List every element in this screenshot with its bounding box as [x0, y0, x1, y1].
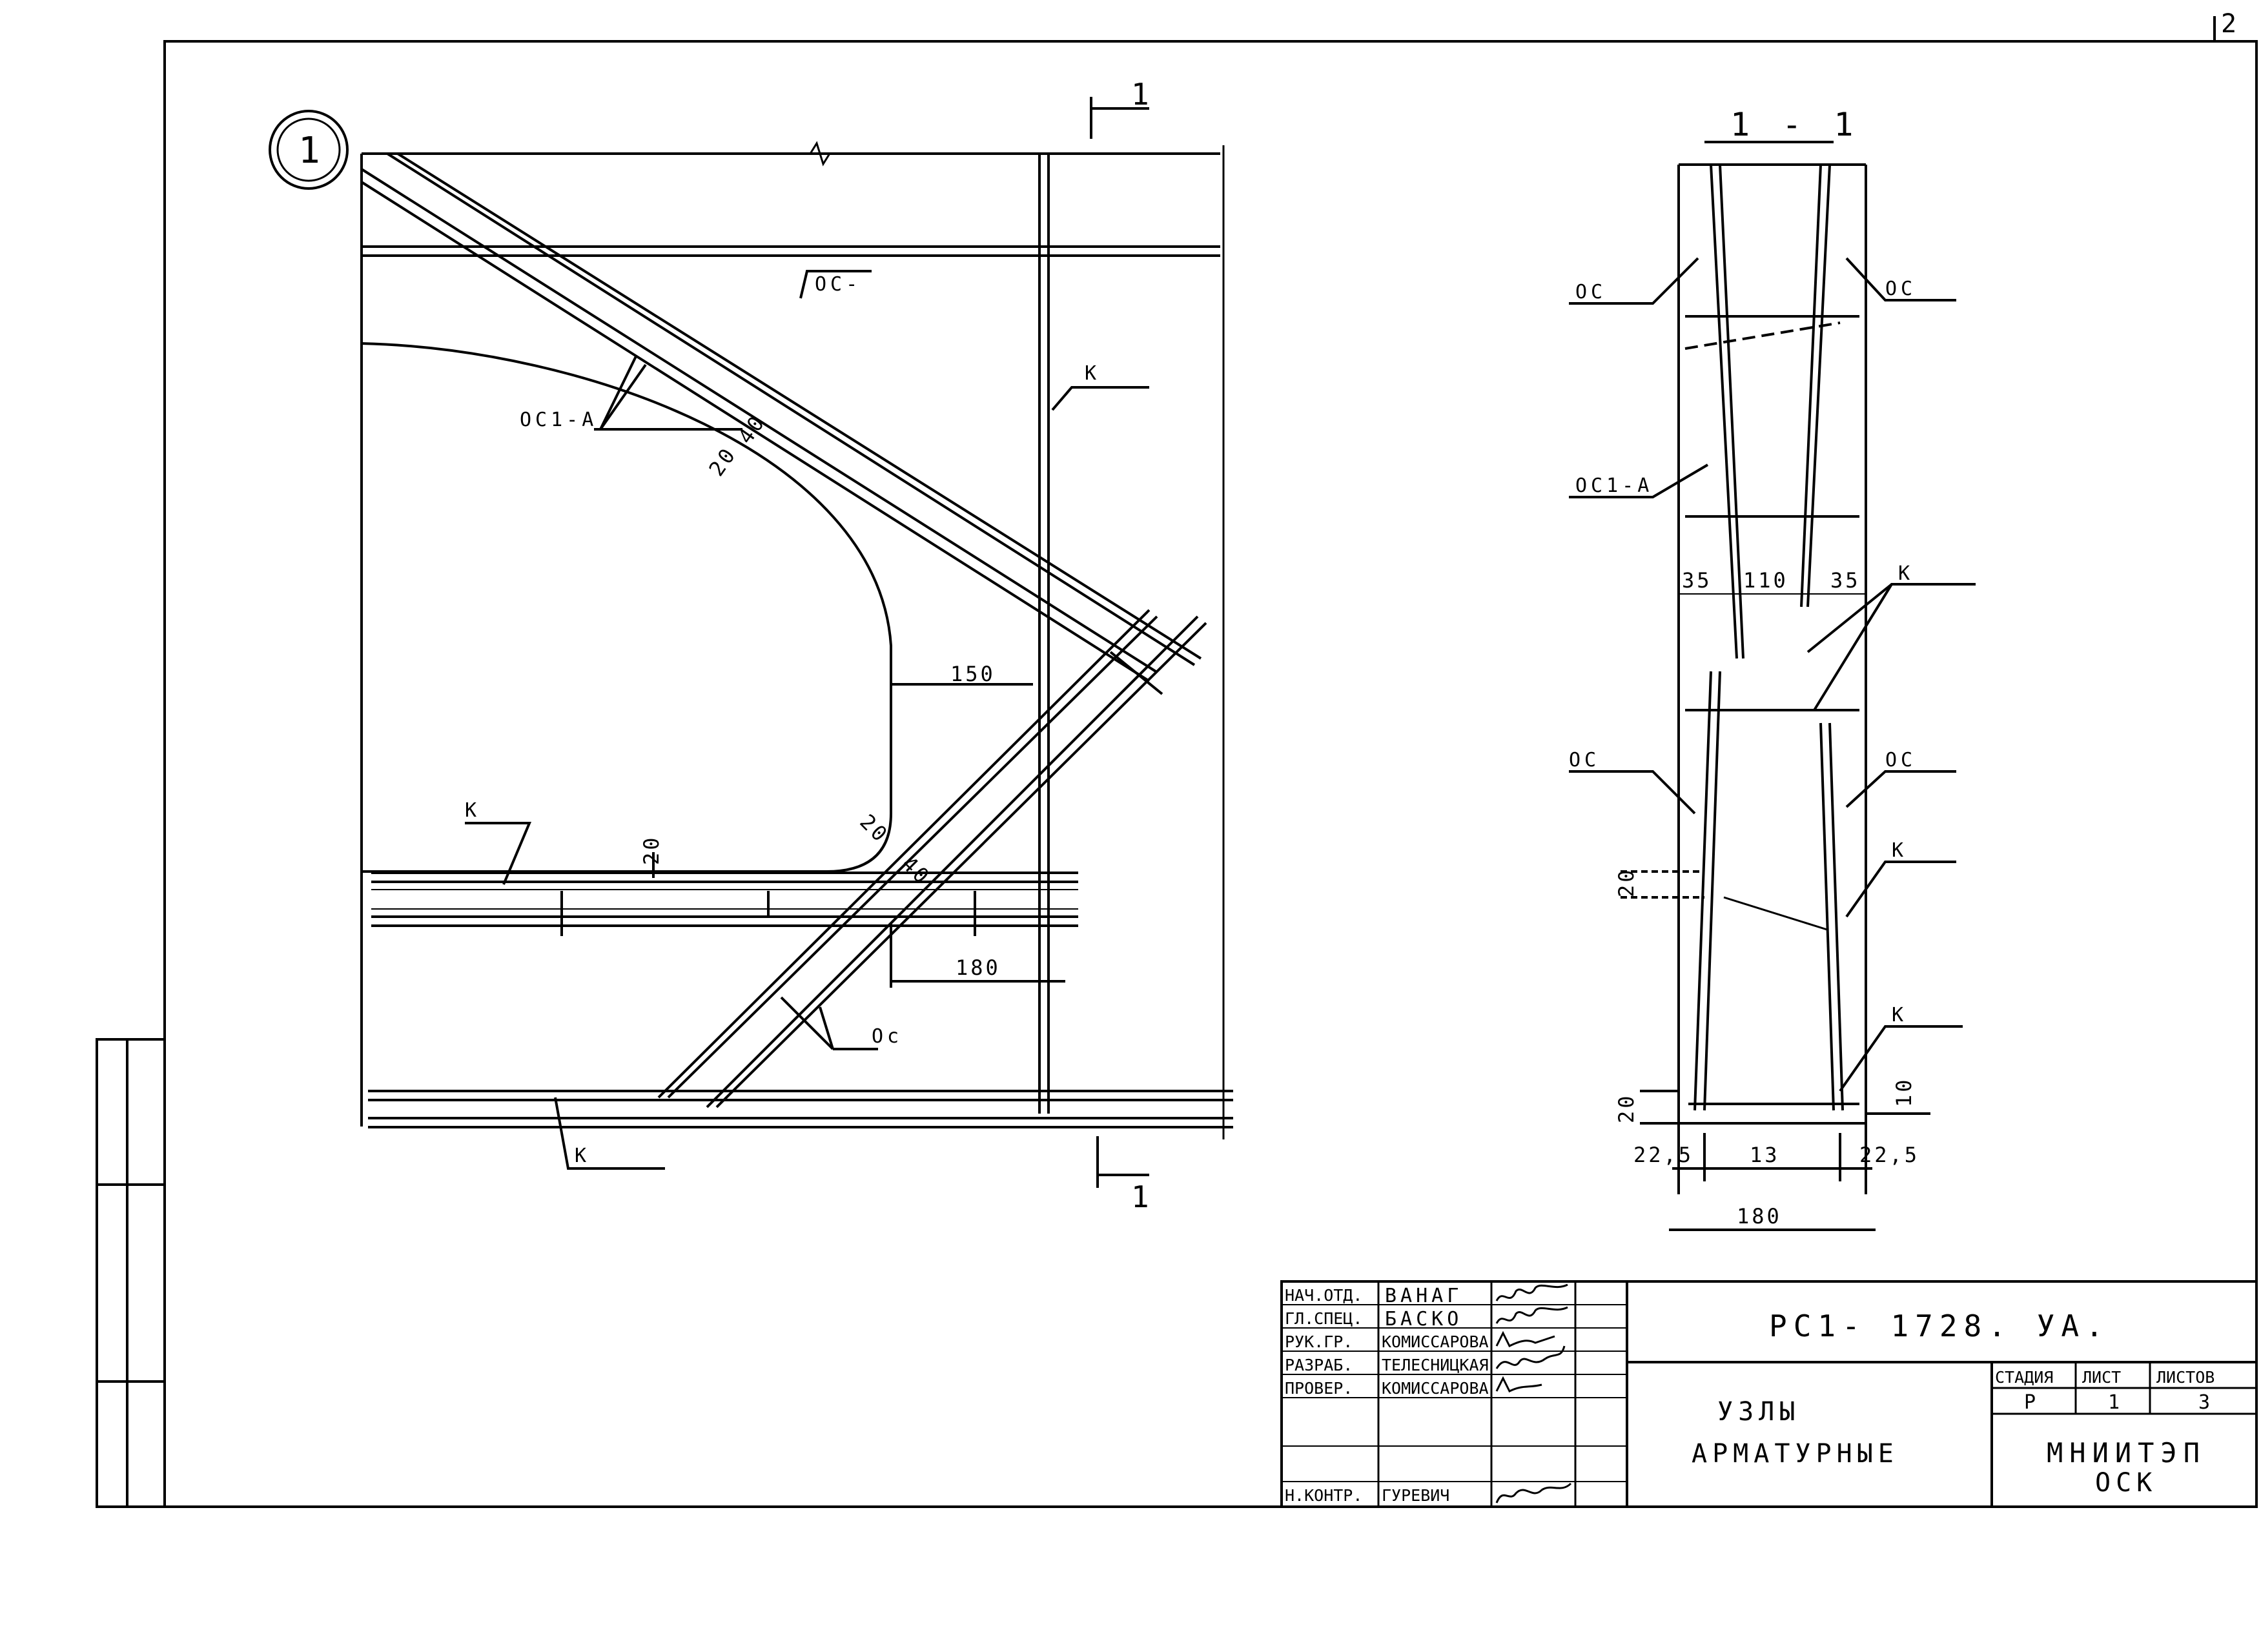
section-1-1: 1 - 1	[1569, 106, 1976, 1231]
name-4: КОМИССАРОВА	[1382, 1379, 1489, 1398]
sheets-value: 3	[2198, 1391, 2210, 1414]
node-marker-number: 1	[298, 130, 320, 172]
name-1: БАСКО	[1385, 1308, 1462, 1331]
sheets-header: ЛИСТОВ	[2156, 1368, 2215, 1387]
sec-label-k-2: К	[1892, 839, 1907, 862]
role-7: Н.КОНТР.	[1285, 1486, 1362, 1505]
role-0: НАЧ.ОТД.	[1285, 1286, 1362, 1305]
stage-header: СТАДИЯ	[1995, 1368, 2053, 1387]
sec-dim-180: 180	[1737, 1204, 1782, 1229]
sec-dim-110: 110	[1743, 568, 1788, 593]
dim-150: 150	[950, 662, 996, 686]
binding-strip	[96, 1038, 166, 1508]
node-1-detail: 1	[269, 77, 1233, 1214]
sec-label-os-right-mid: ОС	[1885, 749, 1916, 771]
sec-dim-10: 10	[1892, 1077, 1916, 1107]
dim-180: 180	[956, 955, 1001, 980]
name-2: КОМИССАРОВА	[1382, 1332, 1489, 1351]
stage-value: Р	[2024, 1391, 2036, 1414]
org-name: МНИИТЭП	[2047, 1437, 2206, 1469]
name-7: ГУРЕВИЧ	[1382, 1486, 1449, 1505]
sec-dim-22-5b: 22,5	[1859, 1143, 1919, 1167]
node-marker-circle	[269, 110, 349, 190]
label-os1a: ОС1-А	[520, 409, 597, 431]
role-3: РАЗРАБ.	[1285, 1356, 1353, 1374]
sec-label-k-1: К	[1898, 562, 1914, 585]
sheet-header: ЛИСТ	[2082, 1368, 2121, 1387]
sec-dim-13: 13	[1750, 1143, 1780, 1167]
doc-code: РС1- 1728. УА.	[1769, 1309, 2110, 1343]
cut-mark-top: 1	[1131, 77, 1149, 112]
section-title: 1 - 1	[1730, 106, 1860, 143]
dim-20b: 20	[639, 835, 664, 865]
drawing-title-2: АРМАТУРНЫЕ	[1692, 1439, 1899, 1469]
sec-dim-20: 20	[1614, 867, 1639, 897]
label-os-diag: Ос	[872, 1025, 903, 1048]
dim-20c: 20	[855, 810, 894, 848]
sec-dim-35b: 35	[1830, 568, 1861, 593]
label-k-left: К	[465, 799, 480, 822]
role-2: РУК.ГР.	[1285, 1332, 1353, 1351]
name-3: ТЕЛЕСНИЦКАЯ	[1382, 1356, 1489, 1374]
label-os-top: ОС-	[815, 273, 861, 296]
name-0: ВАНАГ	[1385, 1285, 1462, 1307]
sec-dim-20b: 20	[1614, 1093, 1639, 1123]
sec-dim-35a: 35	[1682, 568, 1712, 593]
drawing-title-1: УЗЛЫ	[1717, 1397, 1800, 1427]
sec-label-k-3: К	[1892, 1004, 1907, 1026]
signatures	[1495, 1283, 1572, 1504]
label-k-vertical: К	[1085, 362, 1100, 385]
sheet-value: 1	[2108, 1391, 2120, 1414]
title-block: НАЧ.ОТД. ГЛ.СПЕЦ. РУК.ГР. РАЗРАБ. ПРОВЕР…	[1280, 1280, 2258, 1508]
dim-20a: 20	[704, 442, 741, 481]
label-k-bottom: К	[575, 1145, 590, 1167]
sec-dim-22-5a: 22,5	[1633, 1143, 1693, 1167]
role-1: ГЛ.СПЕЦ.	[1285, 1309, 1362, 1328]
sec-label-os1a: ОС1-А	[1575, 474, 1653, 497]
cut-mark-bottom: 1	[1131, 1179, 1149, 1214]
page-number: 2	[2221, 9, 2236, 39]
role-4: ПРОВЕР.	[1285, 1379, 1353, 1398]
sec-label-os-left-mid: ОС	[1569, 749, 1600, 771]
sec-label-os-left-top: ОС	[1575, 281, 1606, 303]
sheet-frame	[163, 40, 2258, 1508]
org-subname: ОСК	[2095, 1468, 2157, 1498]
sec-label-os-right-top: ОС	[1885, 278, 1916, 300]
